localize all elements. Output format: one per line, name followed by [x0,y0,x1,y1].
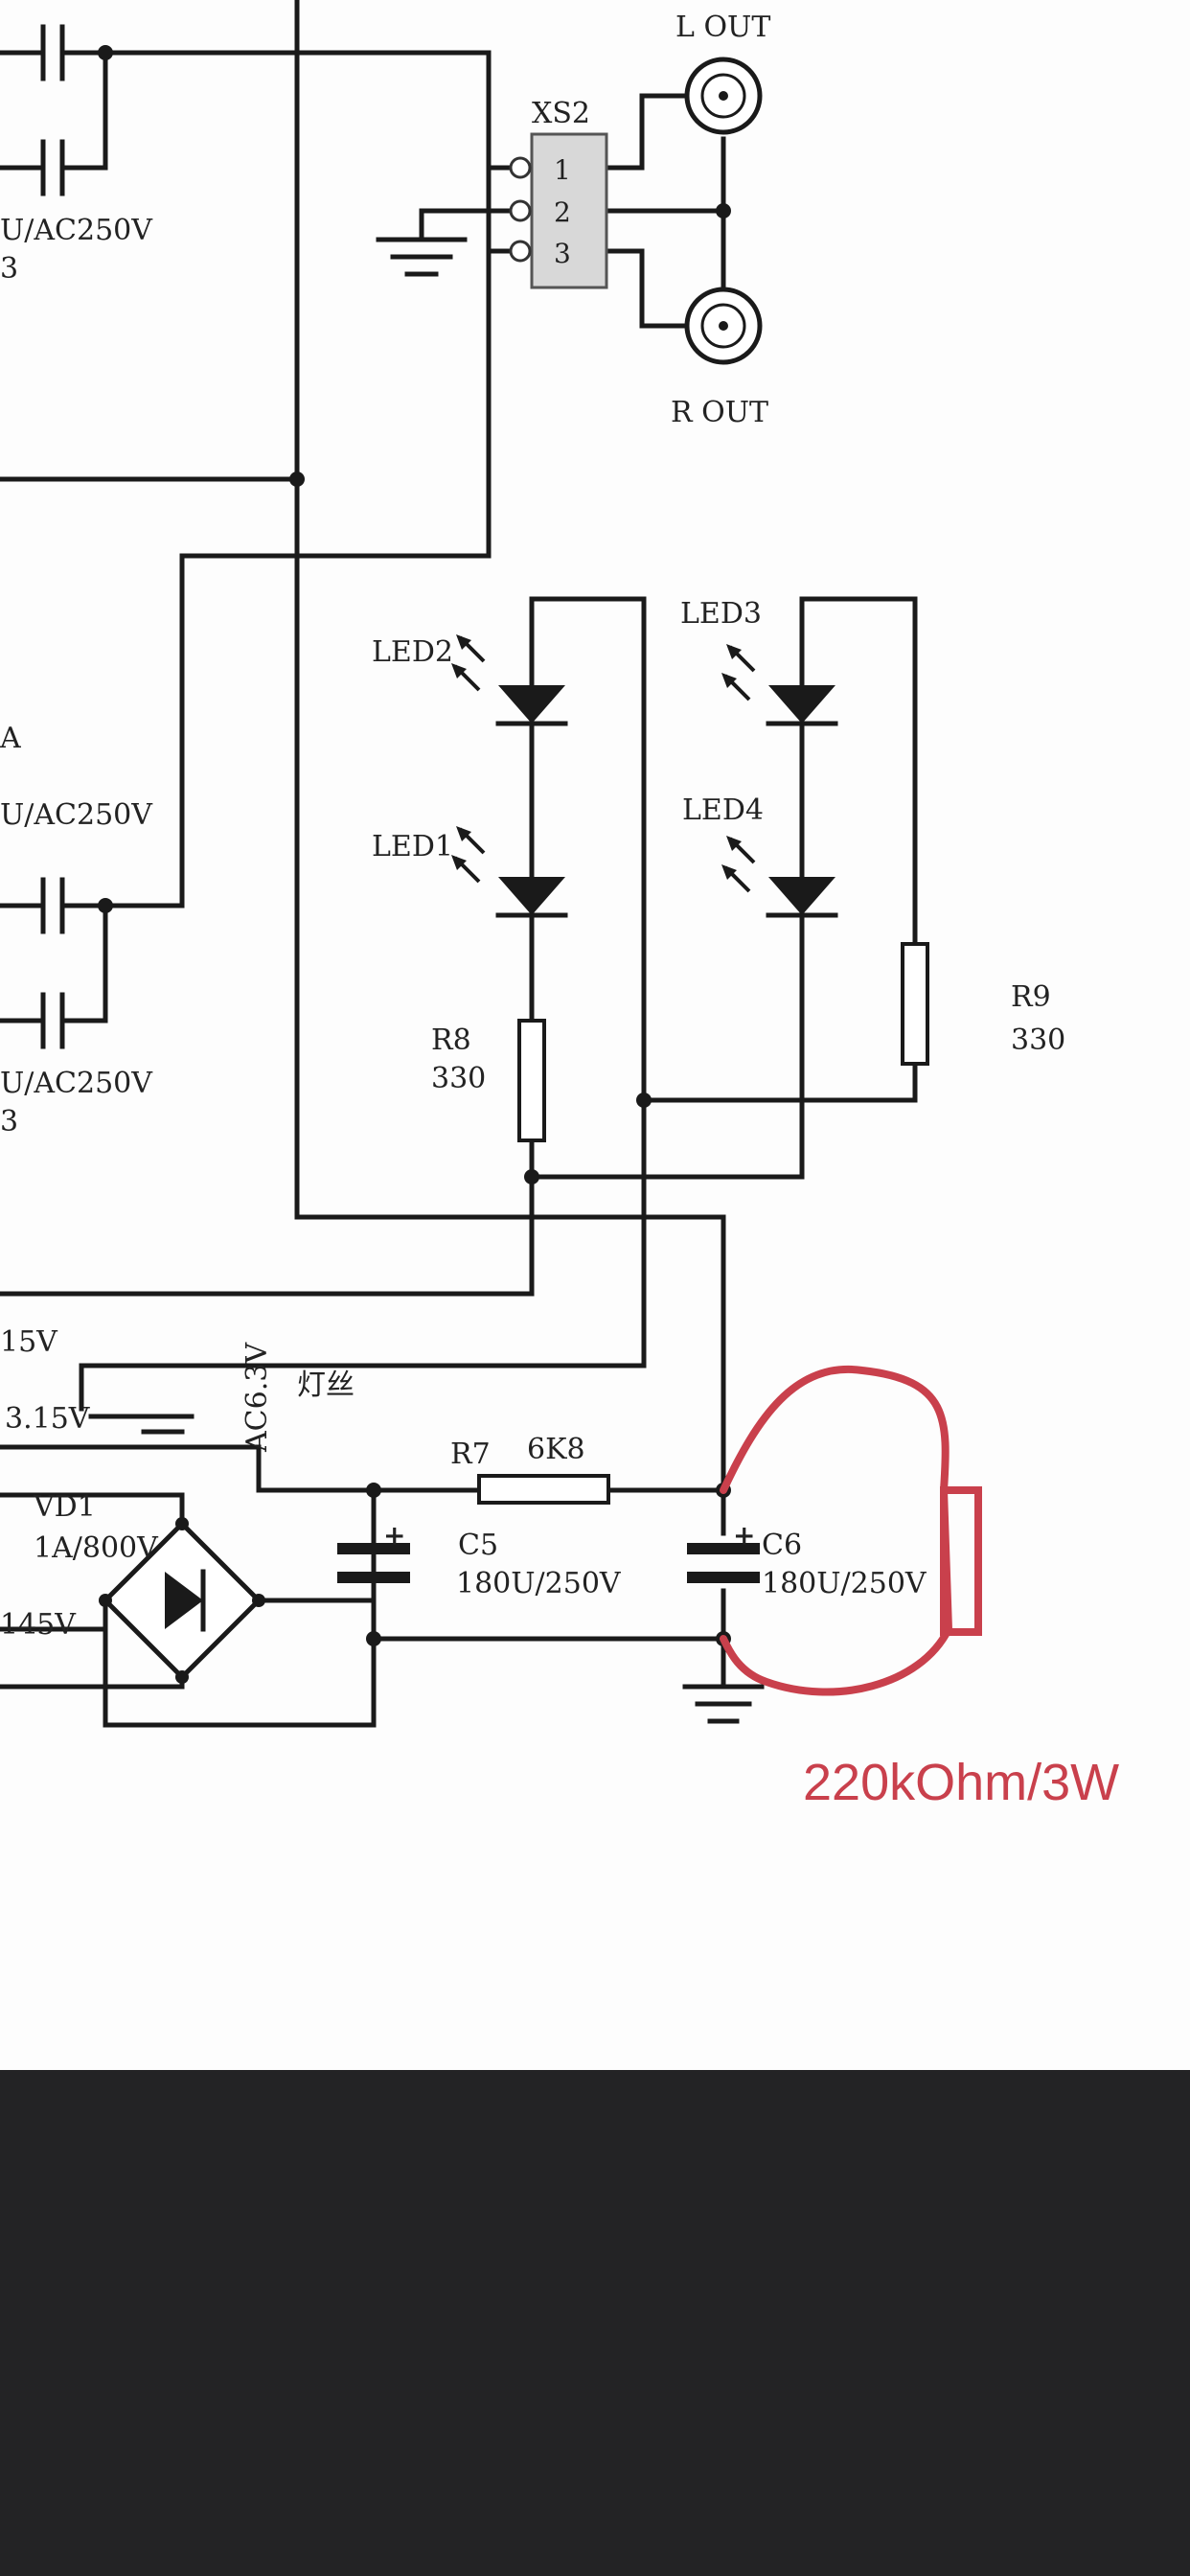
c6-capacitor-icon: + [687,1520,760,1583]
led2-label: LED2 [372,635,453,669]
r9-value: 330 [1011,1024,1065,1057]
connector-ref: XS2 [532,97,590,130]
cap-bot-label: U/AC250V [0,1067,153,1100]
bridge-ref: VD1 [33,1490,96,1524]
voltage-315v-label: 3.15V [5,1402,91,1436]
ground-symbol-supply [682,1684,765,1724]
c6-ref: C6 [762,1529,802,1562]
bridge-rating: 1A/800V [34,1531,159,1565]
schematic-diagram: U/AC250V 3 A U/AC250V U/AC250V 3 15V 3.1… [0,0,1119,1811]
r9-ref: R9 [1011,980,1051,1014]
r8-ref: R8 [431,1024,471,1057]
rca-jack-right [684,287,763,365]
schematic-panel: U/AC250V 3 A U/AC250V U/AC250V 3 15V 3.1… [0,0,1190,2070]
left-partial-capacitors [40,24,65,1049]
annotation-text: 220kOhm/3W [803,1754,1119,1811]
led4-label: LED4 [682,794,764,827]
c5-ref: C5 [458,1529,498,1562]
ground-symbol-filament [88,1414,195,1450]
led3-label: LED3 [680,597,762,631]
r7-resistor-icon [477,1474,610,1505]
c5-capacitor-icon: + [337,1520,410,1583]
misc-a-label: A [0,722,21,755]
led1-label: LED1 [372,830,453,863]
added-resistor-annotation [720,1365,982,1696]
c5-value: 180U/250V [456,1567,622,1600]
connector-pin-3: 3 [554,238,571,269]
cap-top-label: U/AC250V [0,214,153,247]
left-out-label: L OUT [675,11,770,44]
right-out-label: R OUT [671,396,768,429]
led2-diode-icon [451,634,568,726]
c6-value: 180U/250V [762,1567,927,1600]
cap-mid-label: U/AC250V [0,798,153,832]
cap-bot-suffix: 3 [0,1105,18,1138]
voltage-15v-label: 15V [0,1325,58,1359]
bridge-rectifier-icon [0,1517,265,1690]
svg-text:+: + [733,1520,755,1552]
dark-footer [0,2070,1190,2576]
rca-jack-left [684,57,763,135]
cap-top-suffix: 3 [0,252,18,286]
connector-pin-1: 1 [554,154,571,186]
filament-voltage-label: AC6.3V [240,1342,274,1453]
junction-dots [98,45,731,1646]
r7-value: 6K8 [527,1433,585,1466]
r8-value: 330 [431,1062,486,1095]
voltage-145v-label: 145V [0,1608,77,1642]
led1-diode-icon [451,826,568,918]
r9-resistor-icon [901,942,929,1066]
ground-symbol-connector [376,237,468,277]
svg-text:+: + [383,1520,405,1552]
r7-ref: R7 [450,1438,491,1471]
led3-diode-icon [721,644,838,726]
led4-diode-icon [721,836,838,918]
connector-xs2: XS2 1 2 3 [509,97,608,289]
connector-pin-2: 2 [554,196,571,228]
r8-resistor-icon [517,1019,546,1142]
filament-label: 灯丝 [297,1368,355,1402]
